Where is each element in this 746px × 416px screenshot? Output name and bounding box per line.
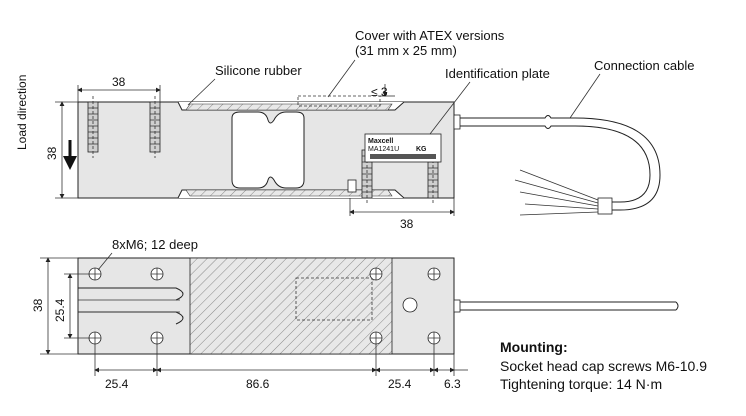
plan-view: 8xM6; 12 deep 38 25.4 xyxy=(31,237,679,391)
dim-gap-value: ≤ 3 xyxy=(371,85,388,99)
dim-plan-right-value: 25.4 xyxy=(388,377,412,391)
silicone-top-strip xyxy=(185,103,393,111)
connection-cable xyxy=(453,114,661,216)
dim-plan-height-value: 38 xyxy=(31,298,45,312)
load-direction-indicator: Load direction xyxy=(15,75,77,170)
mounting-line2: Tightening torque: 14 N·m xyxy=(500,376,662,392)
mounting-title: Mounting: xyxy=(500,339,568,355)
center-bore xyxy=(231,111,305,189)
plan-hatched-section xyxy=(189,257,393,355)
dim-top-left-value: 38 xyxy=(112,75,126,89)
dim-plan-end-value: 6.3 xyxy=(444,377,461,391)
mounting-line1: Socket head cap screws M6-10.9 xyxy=(500,358,707,374)
dim-top-height-value: 38 xyxy=(45,146,59,160)
plan-cable xyxy=(460,301,679,311)
plan-cable-gland xyxy=(402,297,418,313)
silicone-bottom-strip xyxy=(185,189,393,197)
left-thread-holes xyxy=(87,96,161,158)
dim-top-right-value: 38 xyxy=(400,217,414,231)
thread-callout-label: 8xM6; 12 deep xyxy=(112,237,198,252)
dim-plan-inner: 25.4 xyxy=(53,273,90,339)
identification-plate: Maxcell MA1241U KG xyxy=(364,133,442,163)
dim-plan-left-value: 25.4 xyxy=(105,377,129,391)
plate-unit: KG xyxy=(416,146,427,153)
load-direction-label: Load direction xyxy=(15,75,29,150)
silicone-rubber-label: Silicone rubber xyxy=(215,63,302,78)
plan-atex-cover xyxy=(295,277,373,321)
side-view: Maxcell MA1241U KG Load direction 38 xyxy=(15,28,694,231)
plan-holes xyxy=(88,267,441,345)
plate-brand: Maxcell xyxy=(368,138,393,145)
cover-label-line2: (31 mm x 25 mm) xyxy=(355,43,457,58)
dim-top-height: 38 xyxy=(45,101,78,199)
atex-cover-outline xyxy=(297,95,381,107)
dim-plan-bottom: 25.4 86.6 25.4 6.3 xyxy=(94,344,468,391)
dim-top-right: 38 xyxy=(349,198,455,231)
dim-top-left: 38 xyxy=(77,75,161,102)
plate-model: MA1241U xyxy=(368,146,399,153)
dim-gap: ≤ 3 xyxy=(371,84,395,99)
cover-label-line1: Cover with ATEX versions xyxy=(355,28,505,43)
identification-plate-label: Identification plate xyxy=(445,66,550,81)
dim-plan-mid-value: 86.6 xyxy=(246,377,270,391)
dim-plan-height: 38 xyxy=(31,257,78,355)
connection-cable-label: Connection cable xyxy=(594,58,694,73)
dim-plan-inner-value: 25.4 xyxy=(53,298,67,322)
mounting-notes: Mounting: Socket head cap screws M6-10.9… xyxy=(500,339,707,392)
